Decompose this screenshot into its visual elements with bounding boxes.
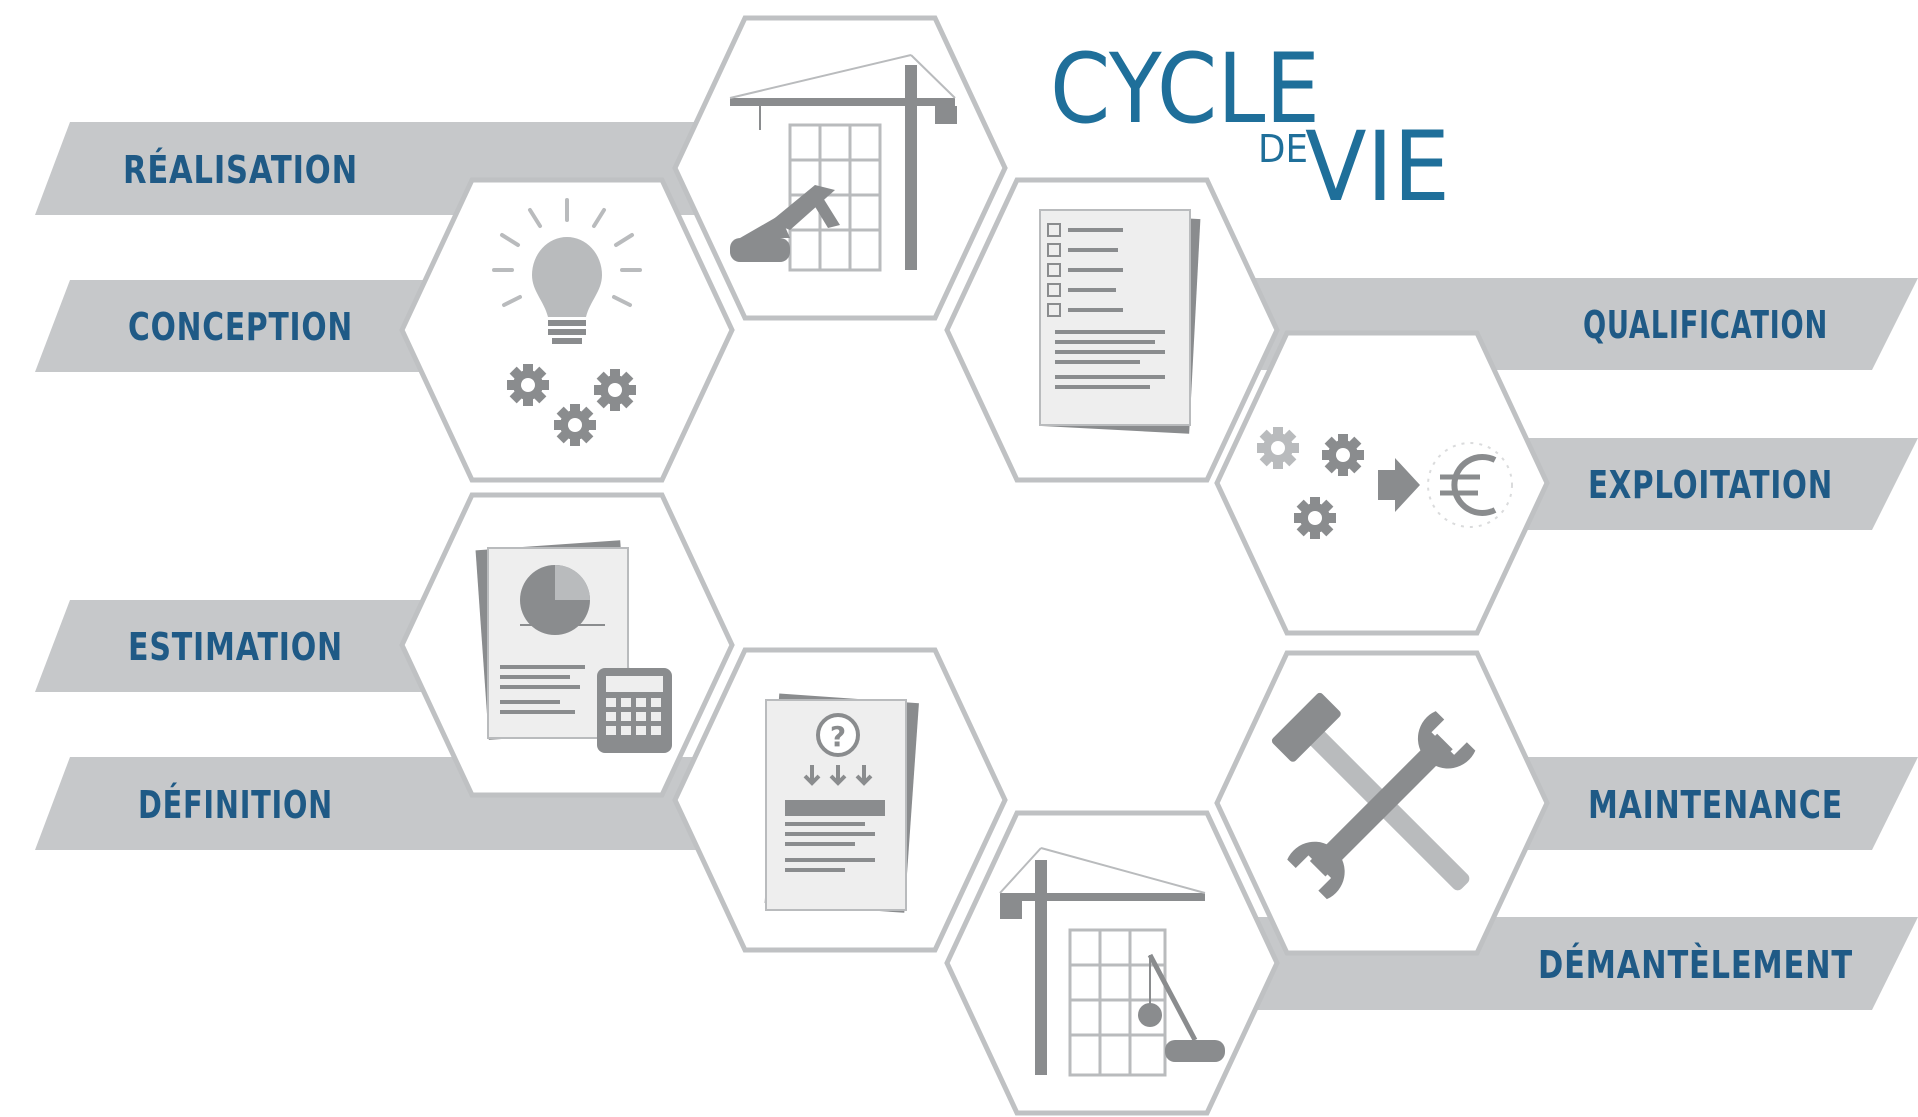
band-exploitation <box>1480 438 1918 530</box>
band-estimation <box>35 600 480 692</box>
hex-realisation <box>672 15 1008 321</box>
stage-label-realisation: RÉALISATION <box>123 148 358 192</box>
gears-to-euro-icon <box>1257 427 1513 539</box>
stage-label-maintenance: MAINTENANCE <box>1588 783 1843 827</box>
lightbulb-gears-icon <box>492 198 642 446</box>
stage-label-qualification: QUALIFICATION <box>1583 303 1828 347</box>
band-maintenance <box>1480 757 1918 850</box>
title-de: DE <box>1258 127 1308 171</box>
stage-label-definition: DÉFINITION <box>138 783 333 827</box>
crane-construction-icon <box>729 54 957 272</box>
hammer-wrench-icon <box>1271 692 1476 900</box>
question-document-icon: ? <box>764 693 919 913</box>
stage-label-conception: CONCEPTION <box>128 305 353 349</box>
chart-calculator-icon <box>475 540 672 753</box>
diagram-title: CYCLE DE VIE <box>1050 33 1450 223</box>
crane-wrecking-ball-icon <box>999 847 1225 1077</box>
stage-label-estimation: ESTIMATION <box>128 625 343 669</box>
stage-label-exploitation: EXPLOITATION <box>1588 463 1833 507</box>
checklist-document-icon <box>1039 209 1201 434</box>
title-vie: VIE <box>1305 111 1450 223</box>
hex-demantelement <box>944 810 1280 1116</box>
svg-text:?: ? <box>830 720 846 753</box>
title-line1: CYCLE <box>1050 33 1320 145</box>
stage-label-demantelement: DÉMANTÈLEMENT <box>1538 943 1853 987</box>
band-conception <box>35 280 480 372</box>
